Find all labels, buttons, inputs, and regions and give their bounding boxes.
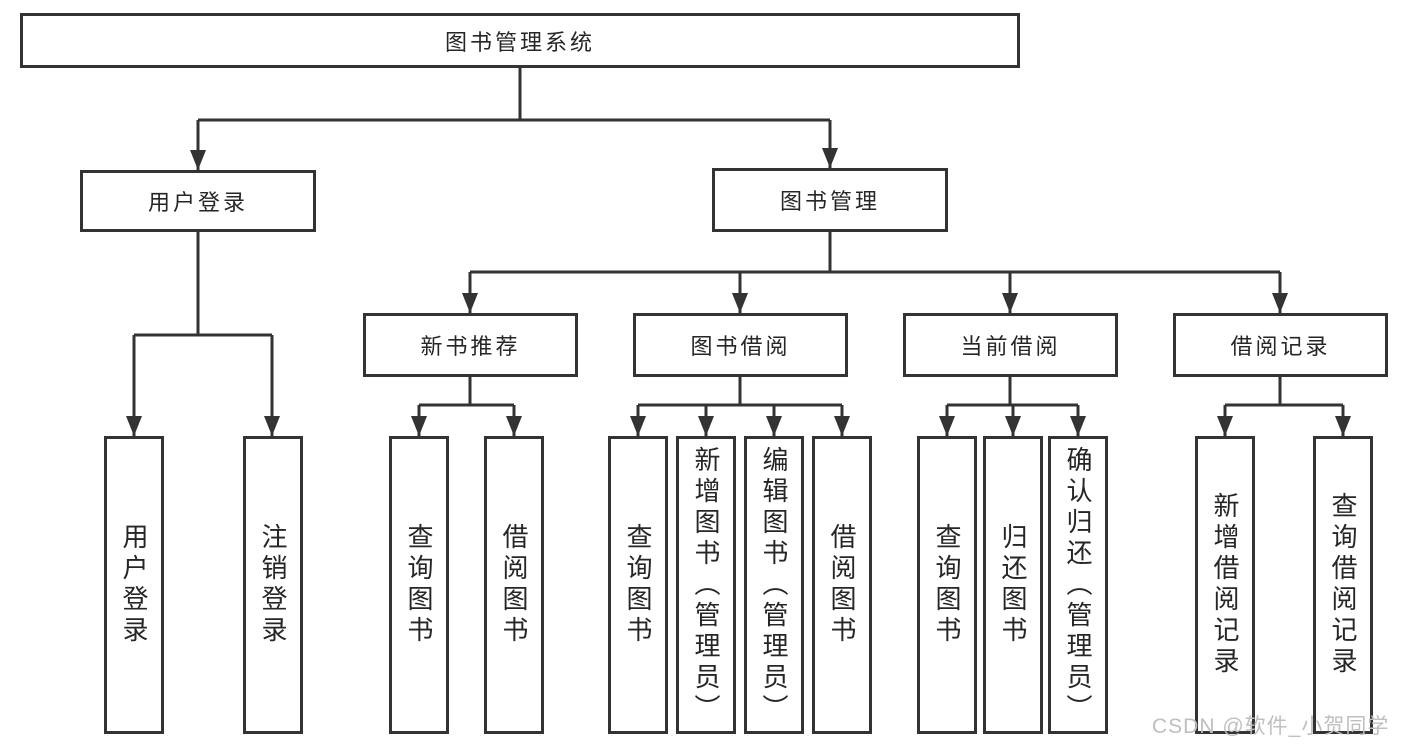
leaf-query-books-recommend: 查询图书 <box>389 436 449 734</box>
leaf-label: 借阅图书 <box>827 523 857 647</box>
node-label: 图书管理系统 <box>444 29 595 55</box>
node-user-login: 用户登录 <box>80 170 316 232</box>
leaf-label: 查询图书 <box>404 523 434 647</box>
leaf-confirm-return-admin: 确认归还（管理员） <box>1048 436 1108 734</box>
leaf-query-books-current: 查询图书 <box>917 436 977 734</box>
leaf-label: 查询借阅记录 <box>1328 492 1358 678</box>
leaf-borrow-books: 借阅图书 <box>812 436 872 734</box>
leaf-add-book-admin: 新增图书（管理员） <box>676 436 736 734</box>
node-book-management: 图书管理 <box>712 168 948 232</box>
leaf-logout: 注销登录 <box>243 436 303 734</box>
leaf-add-borrow-record: 新增借阅记录 <box>1195 436 1255 734</box>
node-label: 当前借阅 <box>960 334 1061 359</box>
node-label: 新书推荐 <box>420 334 521 359</box>
leaf-label: 借阅图书 <box>499 523 529 647</box>
leaf-label: 用户登录 <box>119 523 149 647</box>
leaf-user-login: 用户登录 <box>104 436 164 734</box>
node-new-book-recommend: 新书推荐 <box>363 313 578 377</box>
leaf-edit-book-admin: 编辑图书（管理员） <box>744 436 804 734</box>
leaf-label: 注销登录 <box>258 523 288 647</box>
csdn-watermark: CSDN @软件_小贺同学 <box>1152 715 1390 738</box>
leaf-label: 确认归还（管理员） <box>1063 445 1093 725</box>
leaf-label: 新增借阅记录 <box>1210 492 1240 678</box>
leaf-label: 新增图书（管理员） <box>691 445 721 725</box>
node-label: 借阅记录 <box>1230 334 1331 359</box>
node-library-system: 图书管理系统 <box>20 13 1020 68</box>
node-label: 图书管理 <box>779 189 880 214</box>
leaf-label: 归还图书 <box>998 523 1028 647</box>
leaf-query-borrow-record: 查询借阅记录 <box>1313 436 1373 734</box>
node-borrow-records: 借阅记录 <box>1173 313 1388 377</box>
leaf-label: 查询图书 <box>623 523 653 647</box>
leaf-query-books-borrow: 查询图书 <box>608 436 668 734</box>
node-current-borrow: 当前借阅 <box>903 313 1118 377</box>
node-book-borrow: 图书借阅 <box>633 313 848 377</box>
leaf-label: 查询图书 <box>932 523 962 647</box>
leaf-label: 编辑图书（管理员） <box>759 445 789 725</box>
node-label: 图书借阅 <box>690 334 791 359</box>
node-label: 用户登录 <box>147 190 248 215</box>
leaf-borrow-books-recommend: 借阅图书 <box>484 436 544 734</box>
leaf-return-book: 归还图书 <box>983 436 1043 734</box>
